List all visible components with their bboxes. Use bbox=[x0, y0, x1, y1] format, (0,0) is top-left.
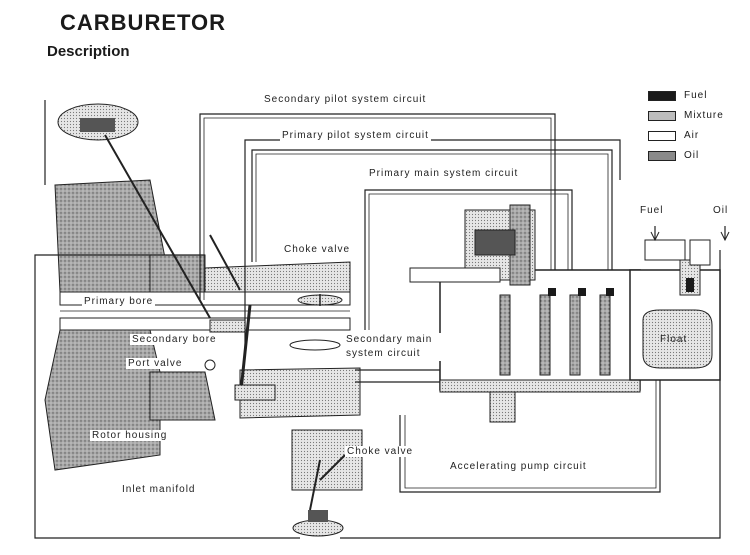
label-choke-valve-bottom: Choke valve bbox=[345, 446, 416, 457]
inlet-manifold-lower bbox=[149, 371, 216, 421]
secondary-bore bbox=[59, 317, 351, 331]
legend-swatch-mixture bbox=[648, 110, 676, 121]
label-oil-inlet: Oil bbox=[713, 205, 729, 216]
legend-label-fuel: Fuel bbox=[684, 90, 708, 101]
legend-swatch-air bbox=[648, 130, 676, 141]
rotor-housing-lower bbox=[44, 329, 161, 471]
label-choke-valve-top: Choke valve bbox=[282, 244, 353, 255]
legend-swatch-fuel bbox=[648, 90, 676, 101]
label-secondary-main-circuit: Secondary main system circuit bbox=[344, 333, 443, 361]
label-port-valve: Port valve bbox=[126, 358, 185, 369]
drain-plug bbox=[489, 391, 516, 423]
legend-item-fuel: Fuel bbox=[648, 90, 707, 101]
legend-swatch-oil bbox=[648, 150, 676, 161]
legend-label-air: Air bbox=[684, 130, 700, 141]
label-secondary-bore: Secondary bore bbox=[130, 334, 219, 345]
label-inlet-manifold: Inlet manifold bbox=[120, 484, 198, 495]
legend-label-oil: Oil bbox=[684, 150, 700, 161]
choke-diaphragm bbox=[292, 519, 344, 537]
label-rotor-housing: Rotor housing bbox=[90, 430, 170, 441]
legend-item-oil: Oil bbox=[648, 150, 699, 161]
label-secondary-pilot-circuit: Secondary pilot system circuit bbox=[262, 94, 429, 105]
legend-item-air: Air bbox=[648, 130, 699, 141]
label-accelerating-pump-circuit: Accelerating pump circuit bbox=[448, 461, 589, 472]
page-subtitle: Description bbox=[47, 43, 130, 60]
oil-inlet-arrow bbox=[720, 231, 730, 242]
label-primary-pilot-circuit: Primary pilot system circuit bbox=[280, 130, 431, 141]
rotor-housing-upper bbox=[54, 179, 166, 293]
legend-item-mixture: Mixture bbox=[648, 110, 724, 121]
page-title: CARBURETOR bbox=[60, 10, 227, 35]
legend-label-mixture: Mixture bbox=[684, 110, 724, 121]
label-fuel-inlet: Fuel bbox=[640, 205, 664, 216]
label-float: Float bbox=[660, 334, 688, 345]
choke-housing-lower bbox=[291, 429, 363, 491]
label-primary-main-circuit: Primary main system circuit bbox=[367, 168, 521, 179]
fuel-inlet-arrow bbox=[650, 231, 660, 242]
label-primary-bore: Primary bore bbox=[82, 296, 156, 307]
carb-body-lower bbox=[239, 367, 361, 419]
